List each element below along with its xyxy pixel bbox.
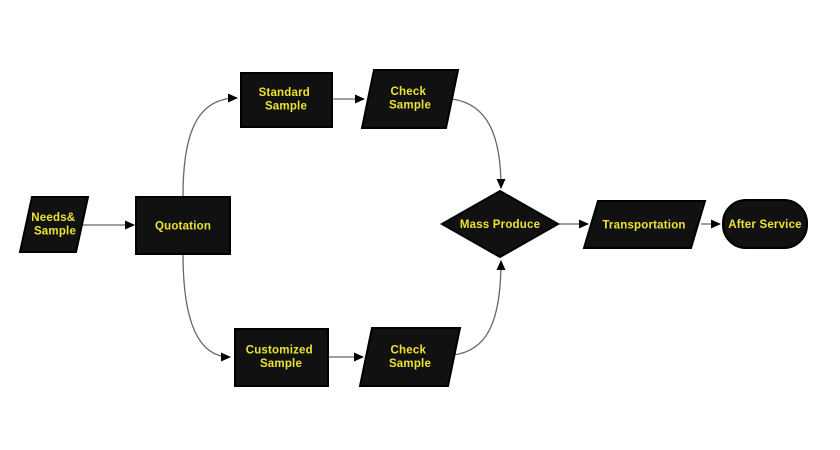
node-quotation: Quotation xyxy=(135,196,231,255)
needs-sample-label: Needs& Sample xyxy=(31,212,78,238)
edges xyxy=(82,93,721,362)
after-service-label: After Service xyxy=(728,219,802,231)
needs-sample-shape xyxy=(18,196,90,253)
quotation-label: Quotation xyxy=(155,221,211,233)
node-mass-produce: Mass Produce xyxy=(439,189,561,259)
check-sample-bottom-shape xyxy=(358,327,462,387)
node-transportation: Transportation xyxy=(582,200,707,249)
mass-produce-shape xyxy=(439,189,561,259)
check-sample-bottom-label: Check Sample xyxy=(389,345,431,371)
check-sample-top-shape xyxy=(360,69,460,129)
node-check-sample-top: Check Sample xyxy=(360,69,460,129)
check-sample-top-label: Check Sample xyxy=(389,86,431,112)
edge-quotation-to-customized-sample xyxy=(182,253,231,362)
customized-sample-shape xyxy=(234,328,329,387)
edge-quotation-to-standard-sample xyxy=(182,93,238,197)
after-service-shape xyxy=(722,199,808,249)
node-check-sample-bottom: Check Sample xyxy=(358,327,462,387)
quotation-shape xyxy=(135,196,231,255)
standard-sample-label: Standard Sample xyxy=(259,87,314,113)
node-customized-sample: Customized Sample xyxy=(234,328,329,387)
transportation-shape xyxy=(582,200,707,249)
customized-sample-label: Customized Sample xyxy=(246,345,317,371)
edge-check-sample-top-to-mass-produce xyxy=(451,98,506,189)
node-standard-sample: Standard Sample xyxy=(240,72,333,128)
edge-check-sample-bottom-to-mass-produce xyxy=(452,260,506,356)
mass-produce-label: Mass Produce xyxy=(460,219,540,231)
transportation-label: Transportation xyxy=(602,220,685,232)
node-needs-sample: Needs& Sample xyxy=(18,196,90,253)
node-after-service: After Service xyxy=(722,199,808,249)
standard-sample-shape xyxy=(240,72,333,128)
